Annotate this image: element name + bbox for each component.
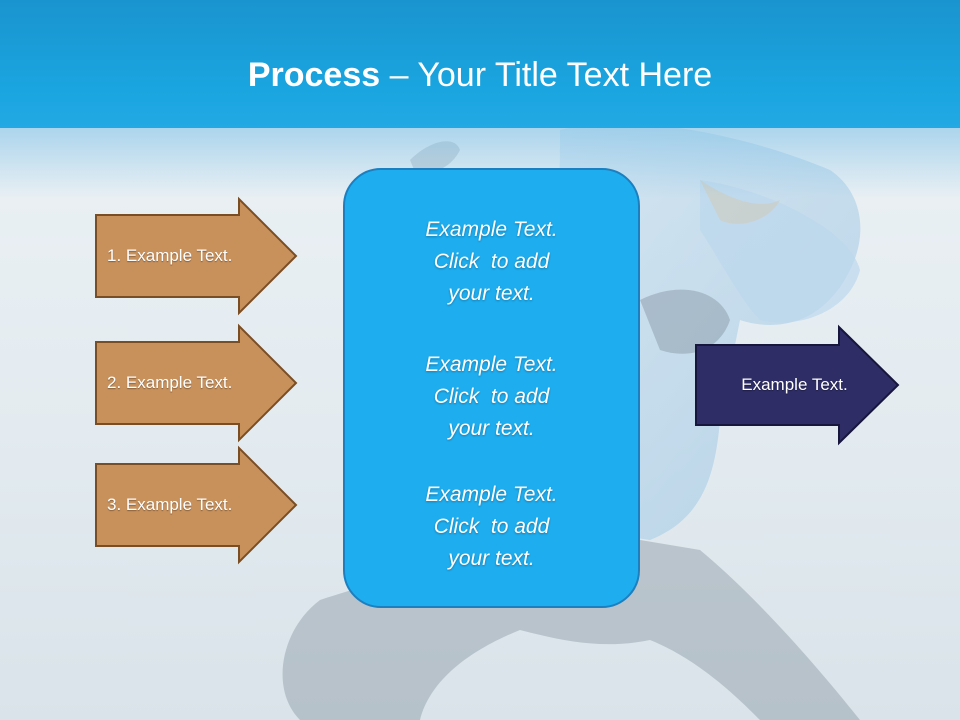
arrow-shape-icon xyxy=(695,324,900,446)
step-arrow-1[interactable]: 1. Example Text. xyxy=(95,196,298,316)
center-text-block-3: Example Text. Click to add your text. xyxy=(345,479,638,575)
slide-title: Process – Your Title Text Here xyxy=(0,52,960,98)
center-text-line: Example Text. xyxy=(425,483,558,506)
center-process-box[interactable]: Example Text. Click to add your text. Ex… xyxy=(343,168,640,608)
center-text-line: Click to add xyxy=(433,250,550,273)
center-text-line: Click to add xyxy=(433,385,550,408)
step-arrow-2[interactable]: 2. Example Text. xyxy=(95,323,298,443)
center-text-line: your text. xyxy=(448,417,535,440)
title-bold-part: Process xyxy=(247,56,381,94)
center-text-block-2: Example Text. Click to add your text. xyxy=(345,349,638,445)
step-label-2: 2. Example Text. xyxy=(107,373,233,392)
center-text-line: Click to add xyxy=(433,515,550,538)
step-label-3: 3. Example Text. xyxy=(107,495,233,514)
result-arrow[interactable]: Example Text. xyxy=(695,324,900,446)
center-text-block-1: Example Text. Click to add your text. xyxy=(345,214,638,310)
arrow-shape-icon xyxy=(95,196,298,316)
arrow-shape-icon xyxy=(95,445,298,565)
center-text-line: your text. xyxy=(448,282,535,305)
title-rest-part: – Your Title Text Here xyxy=(380,56,713,94)
center-text-line: Example Text. xyxy=(425,218,558,241)
result-arrow-label: Example Text. xyxy=(741,375,848,394)
center-text-line: Example Text. xyxy=(425,353,558,376)
step-arrow-3[interactable]: 3. Example Text. xyxy=(95,445,298,565)
title-band xyxy=(0,0,960,128)
center-text-line: your text. xyxy=(448,547,535,570)
step-label-1: 1. Example Text. xyxy=(107,246,233,265)
arrow-shape-icon xyxy=(95,323,298,443)
